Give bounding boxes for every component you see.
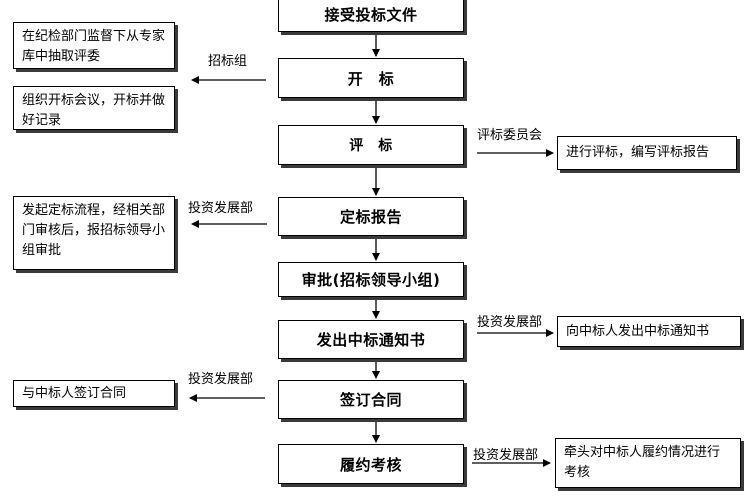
- step-award-report: 定标报告: [278, 197, 464, 236]
- step-performance-review: 履约考核: [278, 444, 464, 484]
- step-receive-bids: 接受投标文件: [278, 0, 464, 32]
- note-select-experts: 在纪检部门监督下从专家库中抽取评委: [13, 22, 175, 69]
- label-bidding-group: 招标组: [208, 54, 248, 69]
- note-evaluation-report: 进行评标，编写评标报告: [557, 136, 737, 170]
- note-award-process: 发起定标流程，经相关部门审核后，报招标领导小组审批: [13, 196, 175, 270]
- label-investment-dept-1: 投资发展部: [188, 201, 254, 216]
- step-sign-contract: 签订合同: [278, 380, 464, 419]
- label-evaluation-committee: 评标委员会: [477, 128, 543, 143]
- step-award-notice: 发出中标通知书: [278, 320, 464, 359]
- step-approval: 审批(招标领导小组): [278, 262, 464, 297]
- label-investment-dept-4: 投资发展部: [473, 448, 539, 463]
- note-sign-contract: 与中标人签订合同: [13, 380, 175, 407]
- label-investment-dept-3: 投资发展部: [188, 372, 254, 387]
- note-send-notice: 向中标人发出中标通知书: [557, 316, 741, 347]
- step-bid-evaluation: 评 标: [278, 125, 464, 165]
- step-bid-opening: 开 标: [278, 58, 464, 98]
- note-opening-meeting: 组织开标会议，开标并做好记录: [13, 86, 175, 130]
- note-performance-review: 牵头对中标人履约情况进行考核: [555, 438, 741, 488]
- label-investment-dept-2: 投资发展部: [477, 315, 543, 330]
